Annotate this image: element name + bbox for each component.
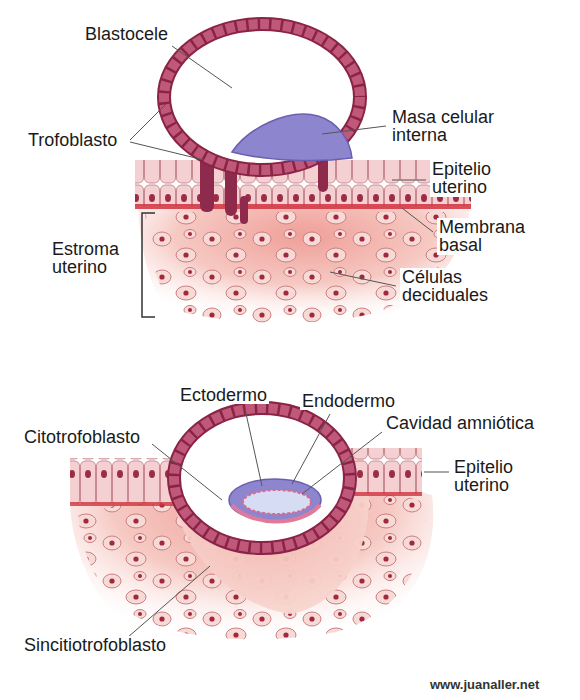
part-label: Masa celular interna — [390, 108, 522, 145]
leader-lines — [130, 46, 433, 286]
part-label: Ectodermo — [178, 386, 269, 404]
stroma-bracket — [142, 213, 155, 317]
watermark: www.juanaller.net — [428, 678, 541, 691]
part-label: Sincitiotrofoblasto — [22, 636, 168, 654]
part-label: Endodermo — [300, 392, 397, 410]
part-label: Epitelio uterino — [430, 160, 520, 197]
part-label: Estroma uterino — [50, 240, 140, 277]
part-label: Epitelio uterino — [452, 458, 542, 495]
basement-membrane — [70, 502, 180, 506]
part-label: Membrana basal — [437, 218, 541, 255]
cytotrophoblast-cells — [174, 408, 350, 548]
uterine-epithelium — [70, 458, 180, 504]
trophoblast-ring — [164, 24, 360, 170]
part-label: Citotrofoblasto — [22, 428, 142, 446]
amniotic-cavity — [243, 490, 311, 514]
trophoblast-cells — [164, 24, 360, 170]
basement-membrane — [135, 204, 471, 209]
cytotrophoblast-ring — [174, 408, 350, 548]
ectoderm — [229, 479, 321, 521]
inner-cell-mass — [232, 114, 352, 160]
endoderm — [232, 505, 320, 522]
leader-lines — [120, 409, 449, 644]
part-label: Trofoblasto — [26, 131, 119, 149]
part-label: Blastocele — [83, 25, 170, 43]
part-label: Células deciduales — [400, 268, 508, 305]
part-label: Cavidad amniótica — [384, 414, 536, 432]
basement-membrane — [345, 492, 422, 496]
